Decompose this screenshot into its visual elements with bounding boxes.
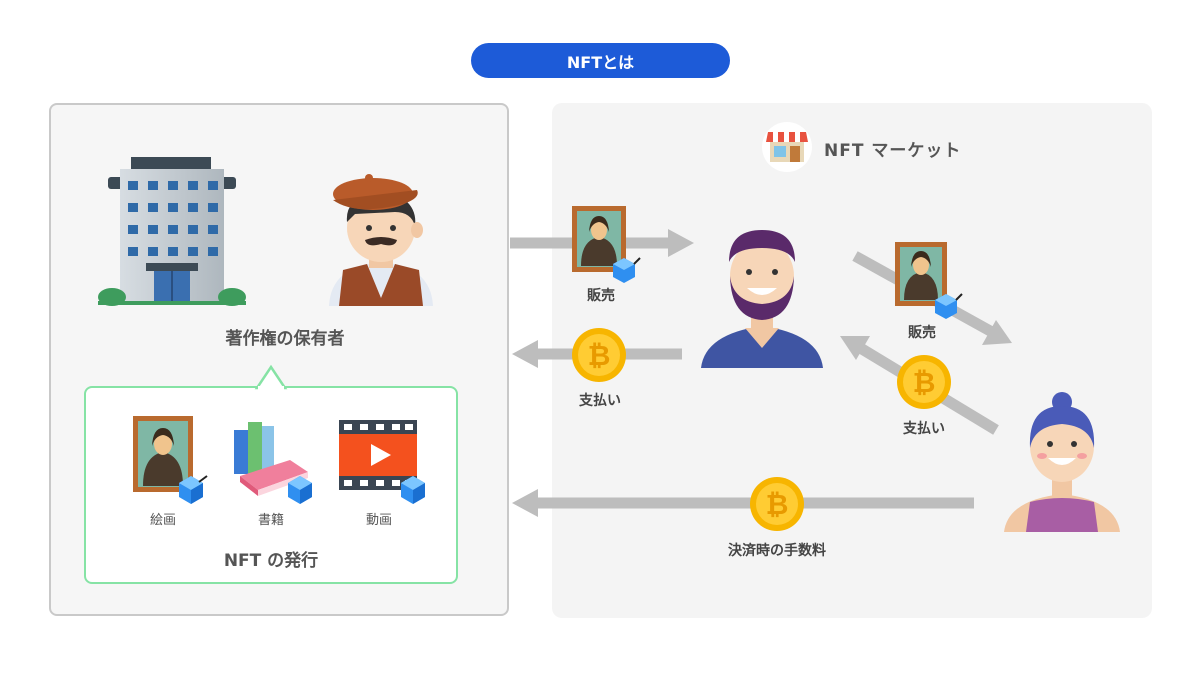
bitcoin-icon: ₿ (572, 328, 626, 382)
building-icon (98, 157, 246, 306)
sale-2-label: 販売 (908, 325, 936, 341)
nft-issue-label: NFT の発行 (223, 551, 319, 571)
payment-1-label: 支払い (579, 393, 621, 409)
nft-painting-icon (572, 206, 641, 283)
item-painting-label: 絵画 (149, 513, 176, 528)
market-title: NFT マーケット (824, 141, 962, 161)
item-video-label: 動画 (365, 513, 392, 528)
video-icon (339, 420, 425, 504)
svg-text:₿: ₿ (913, 366, 936, 399)
nft-painting-icon-2 (895, 242, 963, 319)
page-title: NFTとは (471, 43, 730, 78)
payment-2-label: 支払い (903, 421, 945, 437)
nft-market-panel (552, 103, 1152, 618)
artist-icon (329, 174, 433, 306)
books-icon (234, 422, 312, 504)
copyright-holder-label: 著作権の保有者 (225, 329, 345, 349)
store-icon (762, 122, 812, 172)
svg-text:₿: ₿ (766, 488, 789, 521)
buyer-man-icon (701, 230, 823, 368)
bitcoin-icon-2: ₿ (897, 355, 951, 409)
buyer-woman-icon (1004, 392, 1120, 532)
svg-text:₿: ₿ (588, 339, 611, 372)
painting-icon (133, 416, 208, 504)
sale-1-label: 販売 (587, 288, 615, 304)
bitcoin-fee-icon: ₿ (750, 477, 804, 531)
bubble-pointer (254, 364, 288, 392)
item-books-label: 書籍 (257, 513, 284, 528)
fee-label: 決済時の手数料 (728, 543, 826, 559)
